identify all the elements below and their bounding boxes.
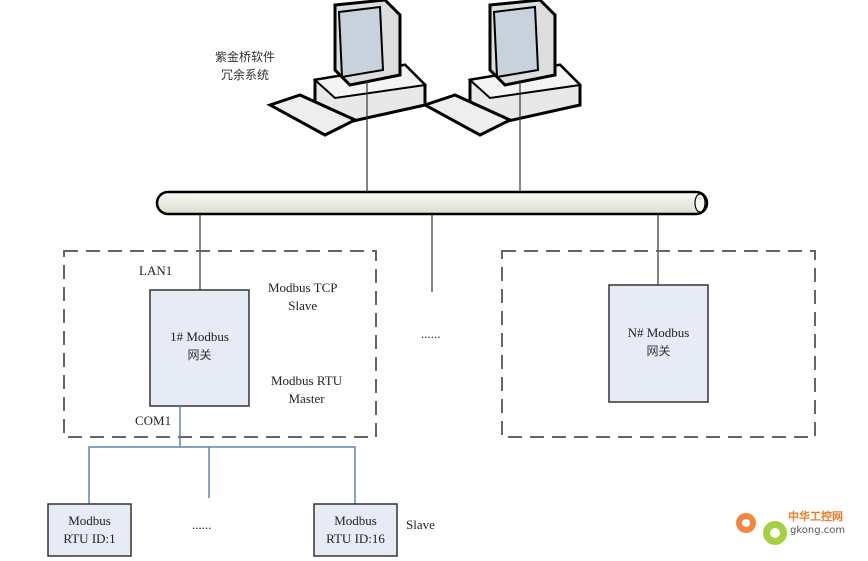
gateway-1-label: 1# Modbus 网关 (170, 329, 229, 362)
computer-2-icon (423, 0, 582, 137)
slave-label: Slave (406, 517, 435, 532)
gkong-logo-icon (736, 513, 787, 545)
middle-ellipsis: ...... (421, 326, 441, 341)
gateway-n-group (501, 250, 816, 438)
rtu-1-box (47, 503, 132, 557)
rtu-1-label: Modbus RTU ID:1 (63, 513, 116, 546)
gateway-n-box (608, 284, 709, 403)
lan-port-label: LAN1 (139, 263, 173, 278)
com-port-label: COM1 (135, 413, 172, 428)
system-label: 紫金桥软件 冗余系统 (215, 50, 276, 82)
rtu-role-label: Modbus RTU Master (271, 373, 343, 406)
gateway-1-box (149, 289, 250, 407)
ethernet-bus (155, 190, 709, 216)
rtu-ellipsis: ...... (192, 517, 212, 532)
rs485-bus (88, 406, 356, 506)
watermark-cn: 中华工控网 (788, 510, 843, 523)
computer-1-icon (268, 0, 427, 137)
watermark-en: gkong.com (790, 525, 846, 536)
gateway-1-group (63, 250, 377, 438)
tcp-role-label: Modbus TCP Slave (268, 280, 338, 313)
rtu-16-label: Modbus RTU ID:16 (326, 513, 385, 546)
gateway-n-label: N# Modbus 网关 (627, 325, 690, 358)
rtu-16-box (313, 503, 398, 557)
